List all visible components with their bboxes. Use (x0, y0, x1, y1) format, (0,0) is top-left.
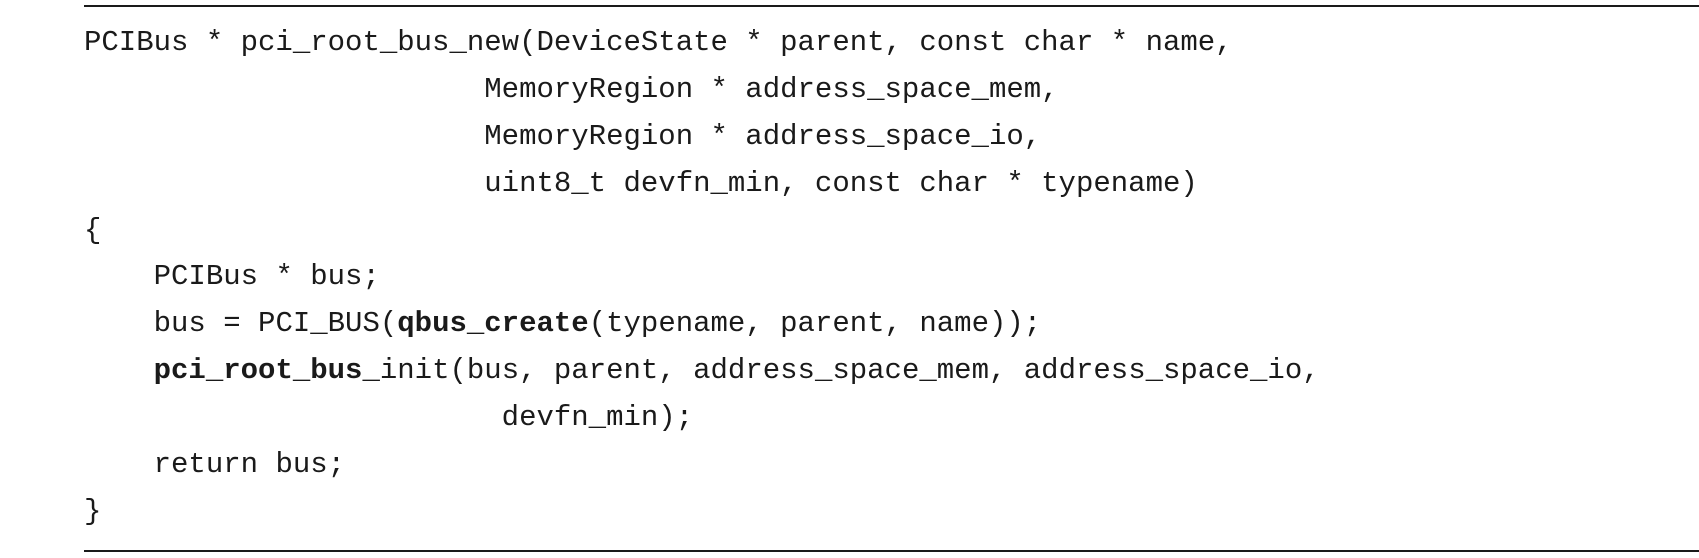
init-call-devfn: devfn_min); (501, 401, 694, 435)
top-rule (84, 5, 1699, 7)
code-line-1: PCIBus * pci_root_bus_new(DeviceState * … (84, 20, 1320, 67)
code-line-11: } (84, 489, 1320, 536)
code-line-3: MemoryRegion * address_space_io, (84, 114, 1320, 161)
code-line-4: uint8_t devfn_min, const char * typename… (84, 161, 1320, 208)
close-brace: } (84, 494, 102, 528)
open-brace: { (84, 213, 102, 247)
bus-declaration: PCIBus * bus; (153, 260, 380, 294)
init-call-args: _init(bus, parent, address_space_mem, ad… (362, 354, 1320, 388)
param-address-space-io: MemoryRegion * address_space_io, (484, 119, 1042, 153)
code-line-8: pci_root_bus_init(bus, parent, address_s… (84, 348, 1320, 395)
bus-assign-suffix: (typename, parent, name)); (588, 307, 1042, 341)
bus-assign-prefix: bus = PCI_BUS( (153, 307, 398, 341)
code-line-7: bus = PCI_BUS(qbus_create(typename, pare… (84, 301, 1320, 348)
param-address-space-mem: MemoryRegion * address_space_mem, (484, 72, 1059, 106)
code-line-9: devfn_min); (84, 395, 1320, 442)
qbus-create-call: qbus_create (397, 307, 589, 341)
param-devfn-typename: uint8_t devfn_min, const char * typename… (484, 166, 1198, 200)
code-line-2: MemoryRegion * address_space_mem, (84, 67, 1320, 114)
bottom-rule (84, 550, 1699, 552)
code-line-10: return bus; (84, 442, 1320, 489)
code-line-5: { (84, 208, 1320, 255)
function-signature: PCIBus * pci_root_bus_new(DeviceState * … (84, 26, 1233, 59)
pci-root-bus-bold: pci_root_bus (153, 354, 363, 388)
return-statement: return bus; (153, 448, 346, 482)
code-line-6: PCIBus * bus; (84, 254, 1320, 301)
code-listing: PCIBus * pci_root_bus_new(DeviceState * … (84, 20, 1320, 536)
